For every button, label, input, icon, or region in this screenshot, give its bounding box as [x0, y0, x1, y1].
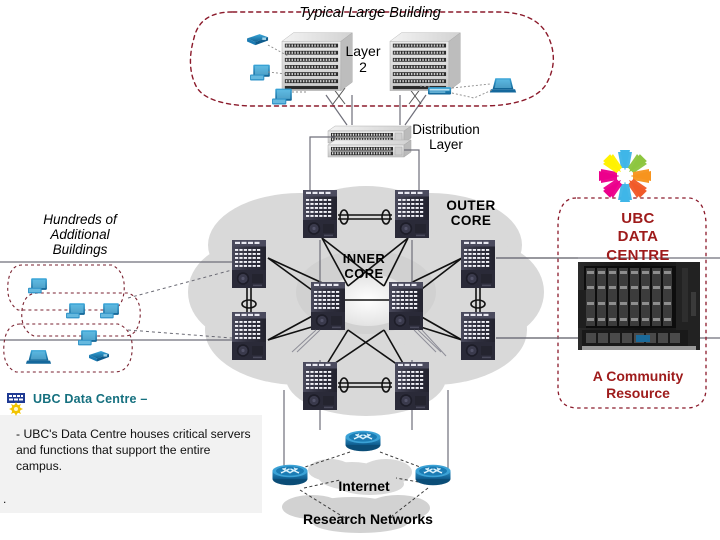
research-networks-label: Research Networks [303, 511, 433, 527]
outer-core-router-top-right[interactable] [395, 190, 429, 238]
inner-core-router-left[interactable] [311, 282, 345, 330]
inner-core-router-right[interactable] [389, 282, 423, 330]
outer-core-router-bottom-right[interactable] [395, 362, 429, 410]
inner-core-label: INNER CORE [342, 251, 386, 281]
layer2-switch-stack-right[interactable] [389, 32, 461, 92]
ip-phone-icon-bldg [89, 351, 109, 362]
outer-core-router-left-lower[interactable] [232, 312, 266, 360]
outer-core-label: OUTER CORE [446, 198, 496, 229]
desktop-pc-icon-bldg-1 [28, 278, 47, 294]
internet-label: Internet [338, 478, 390, 494]
outer-core-router-right-lower[interactable] [461, 312, 495, 360]
distribution-layer-label: Distribution Layer [412, 122, 480, 153]
outer-core-router-left-upper[interactable] [232, 240, 266, 288]
ubc-data-centre-label: UBC DATA CENTRE [606, 210, 670, 264]
buildings-to-core-links [127, 269, 233, 339]
callout-header-band [0, 388, 262, 415]
internet-cloud-shape [308, 459, 412, 495]
additional-buildings-clouds [3, 264, 141, 373]
desktop-pc-icon-bldg-4 [78, 330, 97, 346]
typical-large-building-label: Typical Large Building [299, 5, 441, 21]
outer-core-router-top-left[interactable] [303, 190, 337, 238]
ubc-crest-icon [7, 393, 25, 416]
outer-core-router-bottom-left[interactable] [303, 362, 337, 410]
community-resource-label: A Community Resource [592, 368, 684, 401]
endpoint-links-top-right [419, 83, 493, 99]
callout-body-text: - UBC's Data Centre houses critical serv… [16, 427, 251, 474]
access-links [325, 94, 427, 126]
desktop-pc-icon-bldg-2 [66, 303, 85, 319]
internet-links [295, 451, 429, 519]
desktop-pc-icon-top-1 [250, 64, 270, 81]
research-networks-cloud-shape [282, 495, 430, 533]
core-mesh-links [246, 214, 481, 388]
ip-phone-icon-top [247, 34, 269, 46]
endpoint-links-top-left [267, 44, 306, 93]
internet-router-right[interactable] [414, 464, 452, 486]
callout-heading: UBC Data Centre – [33, 392, 148, 406]
desktop-pc-icon-top-2 [272, 88, 292, 105]
internet-router-top[interactable] [344, 430, 382, 452]
outer-core-router-right-upper[interactable] [461, 240, 495, 288]
layer2-label: Layer 2 [345, 43, 381, 75]
blade-server-chassis[interactable] [578, 262, 700, 350]
laptop-icon-top [489, 78, 517, 93]
distribution-to-core-links [309, 136, 420, 190]
internet-router-left[interactable] [271, 464, 309, 486]
network-hub-icon-top [428, 87, 452, 95]
laptop-icon-bldg [25, 350, 52, 364]
ubc-data-centre-boundary [557, 197, 707, 409]
ubc-pinwheel-logo [599, 150, 651, 202]
callout-body-panel [0, 415, 262, 513]
desktop-pc-icon-bldg-3 [100, 303, 119, 319]
datacentre-links [496, 257, 578, 339]
hundreds-of-buildings-label: Hundreds of Additional Buildings [43, 212, 117, 258]
callout-trailing-dot: . [3, 492, 7, 506]
typical-building-boundary [189, 11, 554, 107]
inner-core-downlinks [291, 329, 447, 357]
